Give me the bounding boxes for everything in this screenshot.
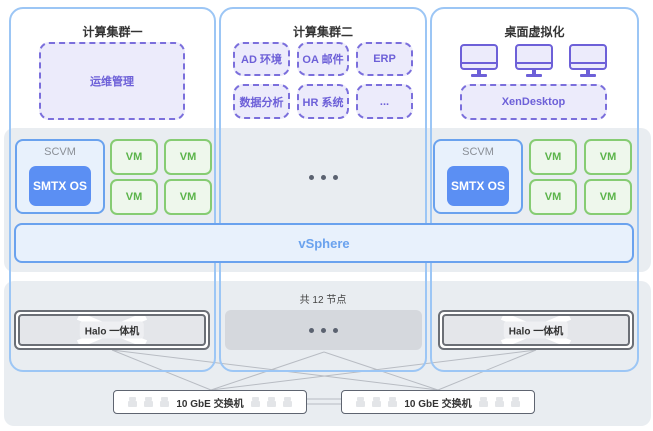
- ellipsis-dot: [321, 327, 326, 333]
- port-icon: [388, 397, 398, 407]
- app-erp: ERP: [356, 42, 413, 76]
- port-icon: [144, 397, 154, 407]
- ellipsis-dot: [333, 327, 338, 333]
- monitor-icon: [515, 44, 553, 77]
- switch-label: 10 GbE 交换机: [404, 398, 472, 410]
- ellipsis-dot: [320, 174, 326, 180]
- port-icon: [494, 397, 504, 407]
- monitor-icon: [569, 44, 607, 77]
- vm: VM: [529, 179, 577, 215]
- scvm-label: SCVM: [462, 146, 494, 158]
- port-icon: [478, 397, 488, 407]
- app-ops-management: 运维管理: [39, 42, 185, 120]
- port-icon: [510, 397, 520, 407]
- cluster-2-title: 计算集群二: [292, 25, 353, 39]
- cluster-1-title: 计算集群一: [82, 25, 143, 39]
- port-icon: [128, 397, 138, 407]
- more-nodes-ellipsis: [221, 170, 425, 184]
- ellipsis-dot: [308, 174, 314, 180]
- switch-1: 10 GbE 交换机: [113, 390, 307, 414]
- total-nodes-label: 共 12 节点: [299, 295, 347, 306]
- ellipsis-dot: [332, 174, 338, 180]
- port-icon: [372, 397, 382, 407]
- app-hr-system: HR 系统: [297, 84, 349, 119]
- switch-label: 10 GbE 交换机: [176, 398, 244, 410]
- app-data-analysis: 数据分析: [233, 84, 290, 119]
- vm: VM: [110, 139, 158, 175]
- port-icon: [250, 397, 260, 407]
- port-icon: [160, 397, 170, 407]
- halo-label: Halo 一体机: [503, 321, 569, 339]
- cluster-3-title: 桌面虚拟化: [504, 25, 565, 39]
- halo-node-1: Halo 一体机: [14, 310, 210, 350]
- switch-2: 10 GbE 交换机: [341, 390, 535, 414]
- app-oa-mail: OA 邮件: [297, 42, 349, 76]
- port-icon: [266, 397, 276, 407]
- vm: VM: [164, 179, 212, 215]
- scvm-node-1: SCVM SMTX OS: [15, 139, 105, 214]
- app-xendesktop: XenDesktop: [460, 84, 607, 120]
- halo-node-3: Halo 一体机: [438, 310, 634, 350]
- cluster-3: 桌面虚拟化: [430, 7, 639, 372]
- port-icon: [356, 397, 366, 407]
- vm: VM: [584, 179, 632, 215]
- scvm-label: SCVM: [44, 146, 76, 158]
- monitor-icon: [460, 44, 498, 77]
- app-more: ...: [356, 84, 413, 119]
- scvm-node-3: SCVM SMTX OS: [433, 139, 523, 214]
- smtx-os: SMTX OS: [447, 166, 509, 206]
- vm: VM: [110, 179, 158, 215]
- cluster-1: 计算集群一: [9, 7, 216, 372]
- vm: VM: [529, 139, 577, 175]
- ellipsis-dot: [309, 327, 314, 333]
- app-ad: AD 环境: [233, 42, 290, 76]
- vm: VM: [584, 139, 632, 175]
- more-nodes-box: [225, 310, 422, 350]
- port-icon: [282, 397, 292, 407]
- smtx-os: SMTX OS: [29, 166, 91, 206]
- vsphere-layer: vSphere: [14, 223, 634, 263]
- vm: VM: [164, 139, 212, 175]
- cluster-2: 计算集群二: [219, 7, 427, 372]
- halo-label: Halo 一体机: [79, 321, 145, 339]
